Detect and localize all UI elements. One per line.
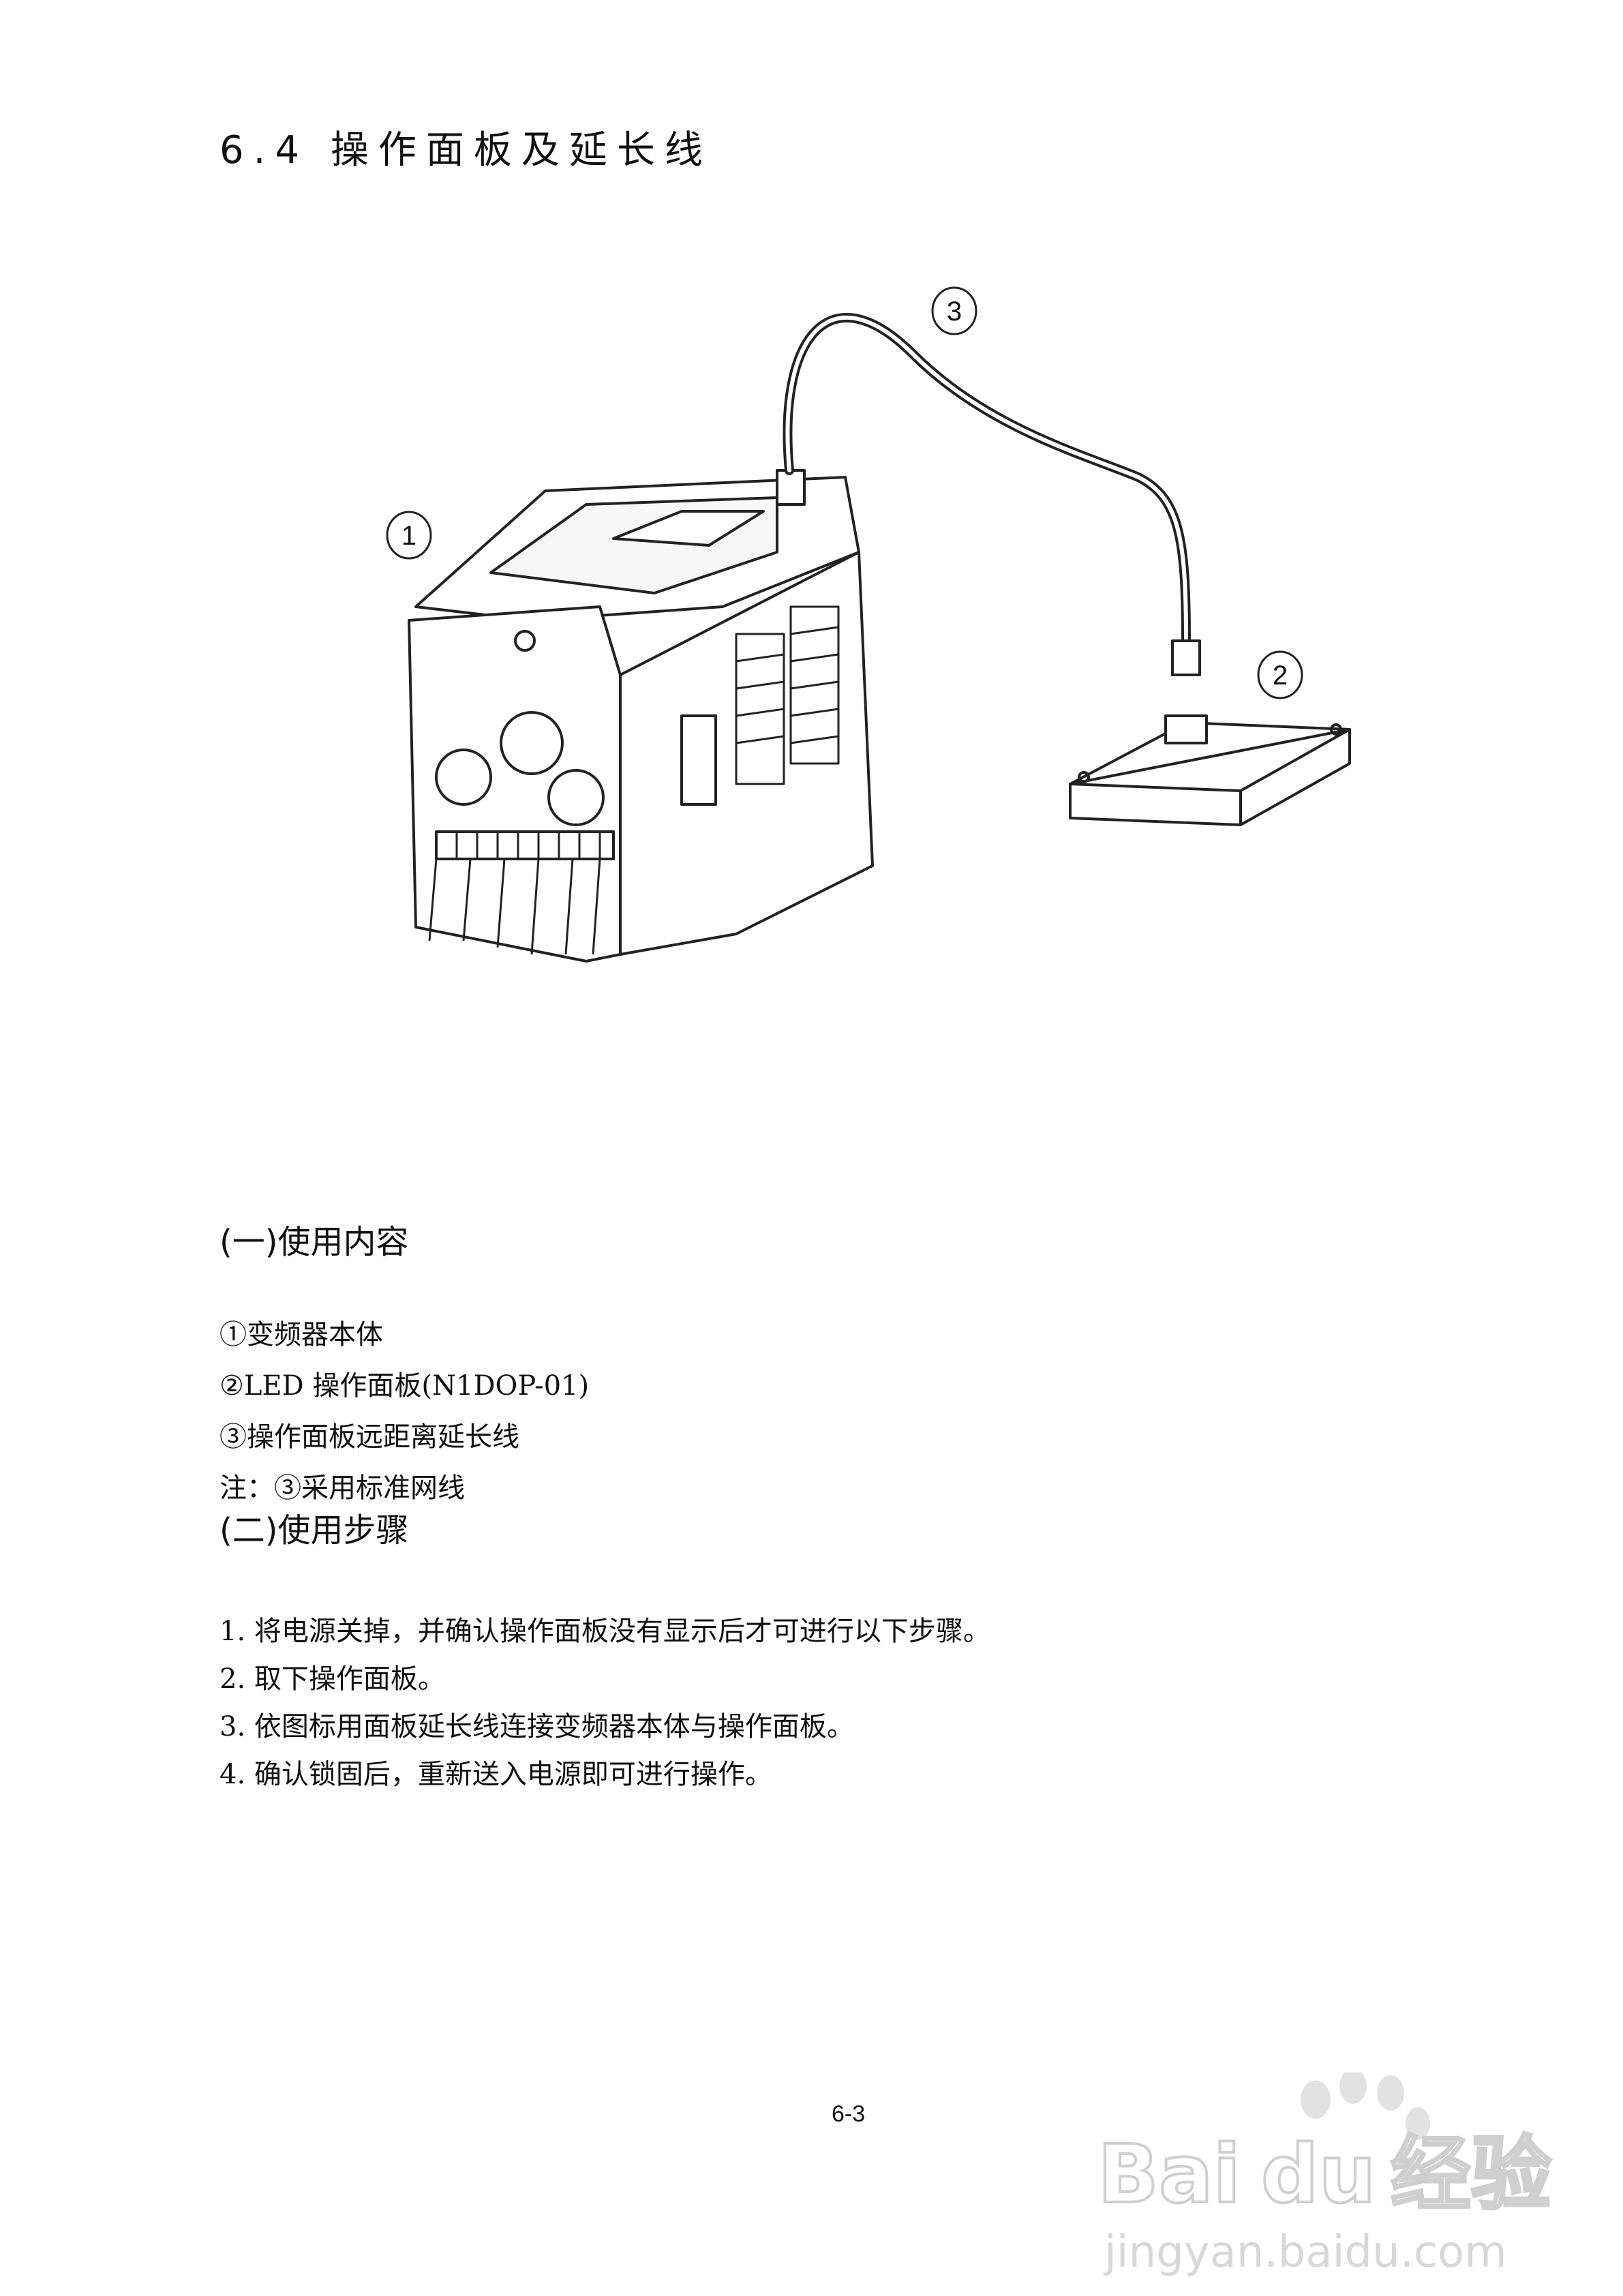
content-item: ①变频器本体 xyxy=(219,1319,383,1350)
callout-1-label: 1 xyxy=(401,521,416,551)
inverter-panel-cable-diagram: 1 2 3 xyxy=(386,286,1351,963)
content-item: ②LED 操作面板(N1DOP-01) xyxy=(219,1370,590,1402)
callout-3-label: 3 xyxy=(947,297,962,327)
step-item: 3. 依图标用面板延长线连接变频器本体与操作面板。 xyxy=(219,1711,854,1742)
svg-text:经验: 经验 xyxy=(1391,2127,1551,2221)
usage-contents-heading: (一)使用内容 xyxy=(219,1223,409,1261)
svg-text:du: du xyxy=(1261,2127,1376,2221)
content-item: ③操作面板远距离延长线 xyxy=(219,1421,519,1453)
section-title: 6.4 操作面板及延长线 xyxy=(219,128,712,172)
content-note: 注：③采用标准网线 xyxy=(219,1472,465,1504)
step-item: 1. 将电源关掉，并确认操作面板没有显示后才可进行以下步骤。 xyxy=(219,1616,990,1647)
page-number: 6-3 xyxy=(832,2101,866,2127)
baidu-jingyan-watermark: Bai du 经验 jingyan.baidu.com xyxy=(1096,2072,1553,2277)
svg-text:Bai: Bai xyxy=(1097,2127,1241,2221)
step-item: 4. 确认锁固后，重新送入电源即可进行操作。 xyxy=(219,1759,772,1790)
inverter-body-drawing xyxy=(408,469,874,963)
led-panel-drawing xyxy=(1069,714,1351,826)
usage-steps-heading: (二)使用步骤 xyxy=(219,1511,409,1550)
callout-2-label: 2 xyxy=(1273,661,1288,691)
step-item: 2. 取下操作面板。 xyxy=(219,1663,445,1695)
svg-text:jingyan.baidu.com: jingyan.baidu.com xyxy=(1103,2227,1507,2277)
